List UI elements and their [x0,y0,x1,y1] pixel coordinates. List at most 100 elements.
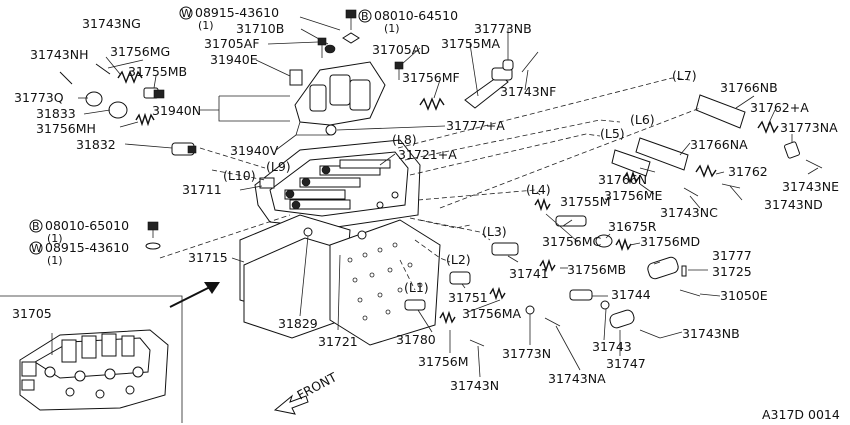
callout: 31050E [720,288,768,303]
valve-bores [284,159,391,210]
callout: 31711 [182,182,222,197]
solenoid-assembly [289,61,386,136]
spring-31756me [623,170,640,185]
callout: 31755M [560,194,611,209]
callout: (L6) [630,112,655,127]
callout: 31741 [509,266,549,281]
spring-31756mg [117,70,143,84]
bolt-31705ad [394,61,404,80]
callout: 31675R [608,219,657,234]
bolt-31705af [317,37,327,58]
left-valves [59,63,197,156]
o-ring-31777a [325,124,337,136]
callout: 31721+A [398,147,457,162]
callout: 31756ME [604,188,663,203]
callout: 31743NH [30,47,89,62]
callout: 31756MF [402,70,460,85]
callout: 31743NG [82,16,141,31]
callout: (1) [198,19,214,32]
callout: 31705AD [372,42,430,57]
callout: (L5) [600,126,625,141]
callout: 31777+A [446,118,505,133]
callout: 31773NB [474,21,532,36]
callout: 31940V [230,143,279,158]
spring-31756m [439,310,456,325]
bolt-symbol: B [29,219,43,233]
bolt-08010-65010 [145,221,161,250]
harness-bracket [218,95,290,122]
callout: 31705 [12,306,52,321]
callout: (L8) [392,132,417,147]
callout: 31756MD [640,234,700,249]
callout: (L2) [446,252,471,267]
callout: 31743 [592,339,632,354]
callout: 31743NE [782,179,839,194]
callout: 31756MG [110,44,170,59]
leader-lines [51,16,819,378]
callout: 31756MA [462,306,522,321]
callout: 31743ND [764,197,823,212]
callout: 31756MH [36,121,96,136]
callout: 31705AF [204,36,260,51]
front-label: FRONT [294,369,339,402]
callout: 31755MB [128,64,187,79]
front-arrow [273,394,309,415]
callout: 31777 [712,248,752,263]
callout: 31762+A [750,100,809,115]
callout: 31773NA [780,120,838,135]
callout: (L10) [223,168,256,183]
callout: 31755MA [441,36,501,51]
callout: 31756MC [542,234,602,249]
callout: 31751 [448,290,488,305]
callout: (L7) [672,68,697,83]
callout: 08010-64510 [374,8,458,23]
callout: 31743NB [682,326,740,341]
callout: 31832 [76,137,116,152]
callout: (L4) [526,182,551,197]
callout: 31756M [418,354,469,369]
svg-text:W: W [181,7,192,20]
svg-text:B: B [361,10,369,23]
callout: 31940N [152,103,201,118]
spring-31756mc [534,197,551,212]
callout: 31766NA [690,137,748,152]
callout: 31833 [36,106,76,121]
callout: 31743NF [500,84,556,99]
callout: (1) [384,22,400,35]
spring-31756ma [489,286,506,301]
spring-31762 [695,164,717,178]
svg-text:W: W [31,242,42,255]
callout: 08010-65010 [45,218,129,233]
callout: 31725 [712,264,752,279]
callout-labels: 31743NG 31743NH 31756MG 31755MB 31773Q 3… [12,5,840,422]
callout: 31743NC [660,205,718,220]
spring-31756mf [419,97,445,111]
washer-symbol: W [179,6,193,20]
pin-31829 [303,227,313,237]
guide-lines [159,77,701,291]
callout: 31715 [188,250,228,265]
callout: 31773N [502,346,551,361]
figure-code: A317D 0014 [762,407,840,422]
callout: 31710B [236,21,284,36]
callout: 31940E [210,52,258,67]
bolt-symbol: B [358,9,372,23]
callout: 31766N [598,172,647,187]
callout: 31829 [278,316,318,331]
callout: 31721 [318,334,358,349]
callout: (L9) [266,159,291,174]
callout: 31743N [450,378,499,393]
spring-31756mh [135,112,155,127]
gaskets-and-separator-plate [239,214,441,346]
callout: (L3) [482,224,507,239]
callout: 31762 [728,164,768,179]
spring-31756md [615,237,632,252]
callout: 08915-43610 [195,5,279,20]
callout: 31766NB [720,80,778,95]
arrow-to-valve-body [169,282,220,308]
callout: 31756MB [567,262,626,277]
callout: 31773Q [14,90,64,105]
callout: (L1) [404,280,429,295]
spring-31756mb [539,258,556,273]
